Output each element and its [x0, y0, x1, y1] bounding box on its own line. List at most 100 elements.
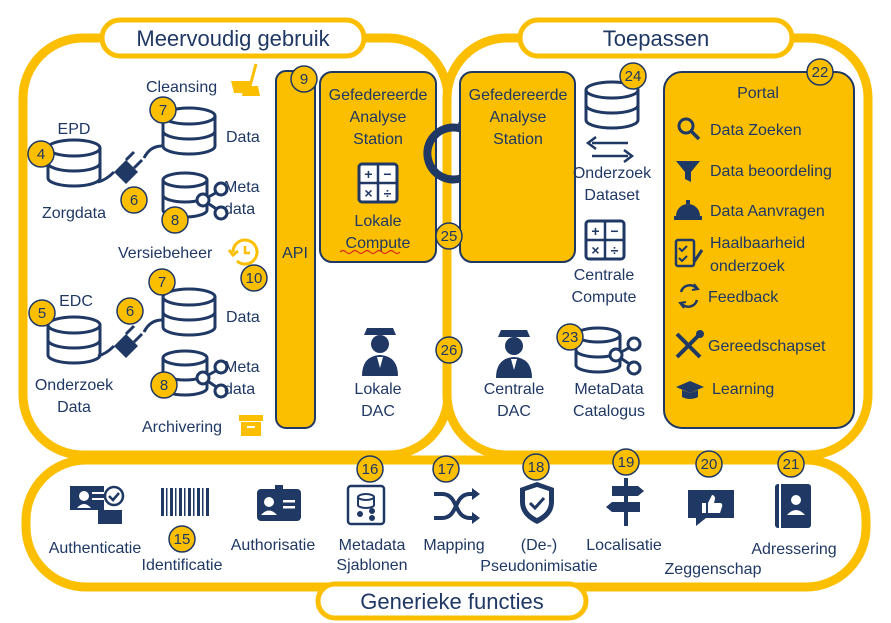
metadata-sjablonen-line2: Sjablonen: [336, 557, 407, 574]
edc-label: EDC: [59, 293, 93, 310]
station-local-line2: Analyse: [350, 109, 407, 126]
zorgdata-label: Zorgdata: [42, 205, 106, 222]
centrale-compute-line1: Centrale: [574, 267, 635, 284]
pseudo-line1: (De-): [521, 537, 557, 554]
badge-16: 16: [362, 461, 379, 478]
data-label-a: Data: [226, 129, 260, 146]
calculator-icon: [584, 219, 626, 261]
onderzoek-dataset-line2: Dataset: [584, 187, 640, 204]
metadata-label-b2: data: [224, 381, 255, 398]
localisatie-label: Localisatie: [586, 537, 662, 554]
badge-20: 20: [701, 456, 718, 473]
badge-4: 4: [37, 146, 45, 163]
authentication-icon: [70, 485, 125, 524]
portal-item-learning[interactable]: Learning: [712, 381, 774, 398]
badge-10: 10: [246, 270, 263, 287]
metadata-label-a1: Meta: [224, 179, 260, 196]
metadata-catalogus-line1: MetaData: [574, 381, 643, 398]
portal-item-haalbaarheid[interactable]: Haalbaarheid: [710, 235, 805, 252]
lokale-dac-line1: Lokale: [354, 381, 401, 398]
database-icon: [161, 287, 217, 337]
pseudo-line2: Pseudonimisatie: [480, 558, 598, 575]
thumbs-up-icon: [688, 490, 734, 526]
address-book-icon: [775, 484, 811, 528]
tools-icon: [675, 330, 704, 359]
metadata-label-a2: data: [224, 201, 255, 218]
data-label-b: Data: [226, 309, 260, 326]
portal-item-data-zoeken[interactable]: Data Zoeken: [710, 122, 802, 139]
onderzoek-dataset-line1: Onderzoek: [573, 165, 652, 182]
graduation-cap-icon: [676, 381, 704, 399]
portal-item-gereedschapset[interactable]: Gereedschapset: [708, 338, 826, 355]
archivering-label: Archivering: [142, 419, 222, 436]
cleansing-label: Cleansing: [146, 79, 217, 96]
station-central-line3: Station: [493, 131, 543, 148]
badge-26: 26: [441, 342, 458, 359]
metadata-label-b1: Meta: [224, 359, 260, 376]
signpost-icon: [606, 478, 644, 526]
badge-24: 24: [625, 68, 642, 85]
filter-funnel-icon: [676, 161, 700, 182]
badge-7b: 7: [158, 274, 166, 291]
checklist-edit-icon: [674, 238, 704, 268]
cleansing-icon: [231, 63, 260, 96]
badge-17: 17: [438, 461, 455, 478]
badge-6b: 6: [126, 303, 134, 320]
mapping-label: Mapping: [423, 537, 484, 554]
lokale-compute-line2: Compute: [346, 235, 411, 252]
id-badge-icon: [257, 485, 301, 521]
shuffle-icon: [434, 488, 480, 524]
generic-functions-title: Generieke functies: [360, 589, 543, 614]
portal-box: [663, 71, 855, 429]
badge-6a: 6: [130, 192, 138, 209]
portal-item-data-aanvragen[interactable]: Data Aanvragen: [710, 203, 825, 220]
badge-25: 25: [441, 228, 458, 245]
service-bell-icon: [674, 200, 702, 220]
station-central-line1: Gefedereerde: [469, 87, 568, 104]
portal-item-onderzoek[interactable]: onderzoek: [710, 258, 786, 275]
apply-title: Toepassen: [603, 26, 709, 51]
archive-box-icon: [239, 415, 263, 436]
zeggenschap-label: Zeggenschap: [665, 561, 762, 578]
identificatie-label: Identificatie: [142, 557, 223, 574]
metadata-sjablonen-line1: Metadata: [339, 537, 406, 554]
badge-21: 21: [783, 456, 800, 473]
centrale-compute-line2: Compute: [572, 289, 637, 306]
adressering-label: Adressering: [751, 541, 836, 558]
centrale-dac-line1: Centrale: [484, 381, 545, 398]
barcode-icon: [161, 488, 209, 516]
database-icon: [46, 138, 102, 188]
badge-23: 23: [562, 329, 579, 346]
badge-8b: 8: [160, 377, 168, 394]
authenticatie-label: Authenticatie: [49, 540, 142, 557]
station-central-line2: Analyse: [490, 109, 547, 126]
station-local-line1: Gefedereerde: [329, 87, 428, 104]
calculator-icon: [357, 162, 399, 204]
onderzoek-data-label-1: Onderzoek: [35, 377, 114, 394]
badge-15: 15: [174, 531, 191, 548]
centrale-dac-line2: DAC: [497, 403, 531, 420]
number-badges: [27, 58, 834, 553]
badge-18: 18: [528, 459, 545, 476]
portal-item-feedback[interactable]: Feedback: [708, 289, 779, 306]
metadata-catalogus-line2: Catalogus: [573, 403, 645, 420]
badge-7a: 7: [159, 102, 167, 119]
exchange-arrows-icon: [585, 136, 635, 163]
database-icon: [46, 315, 102, 365]
portal-item-data-beoordeling[interactable]: Data beoordeling: [710, 163, 832, 180]
badge-8a: 8: [171, 212, 179, 229]
lokale-compute-line1: Lokale: [354, 213, 401, 230]
badge-22: 22: [812, 64, 829, 81]
feedback-cycle-icon: [678, 283, 700, 309]
lokale-dac-line2: DAC: [361, 403, 395, 420]
station-local-line3: Station: [353, 131, 403, 148]
multi-use-title: Meervoudig gebruik: [136, 26, 330, 51]
portal-title: Portal: [737, 85, 779, 102]
badge-5: 5: [38, 305, 46, 322]
api-label: API: [282, 245, 308, 262]
onderzoek-data-label-2: Data: [57, 399, 91, 416]
metadata-template-icon: [346, 484, 386, 526]
epd-label: EPD: [58, 121, 91, 138]
authorisatie-label: Authorisatie: [231, 537, 316, 554]
